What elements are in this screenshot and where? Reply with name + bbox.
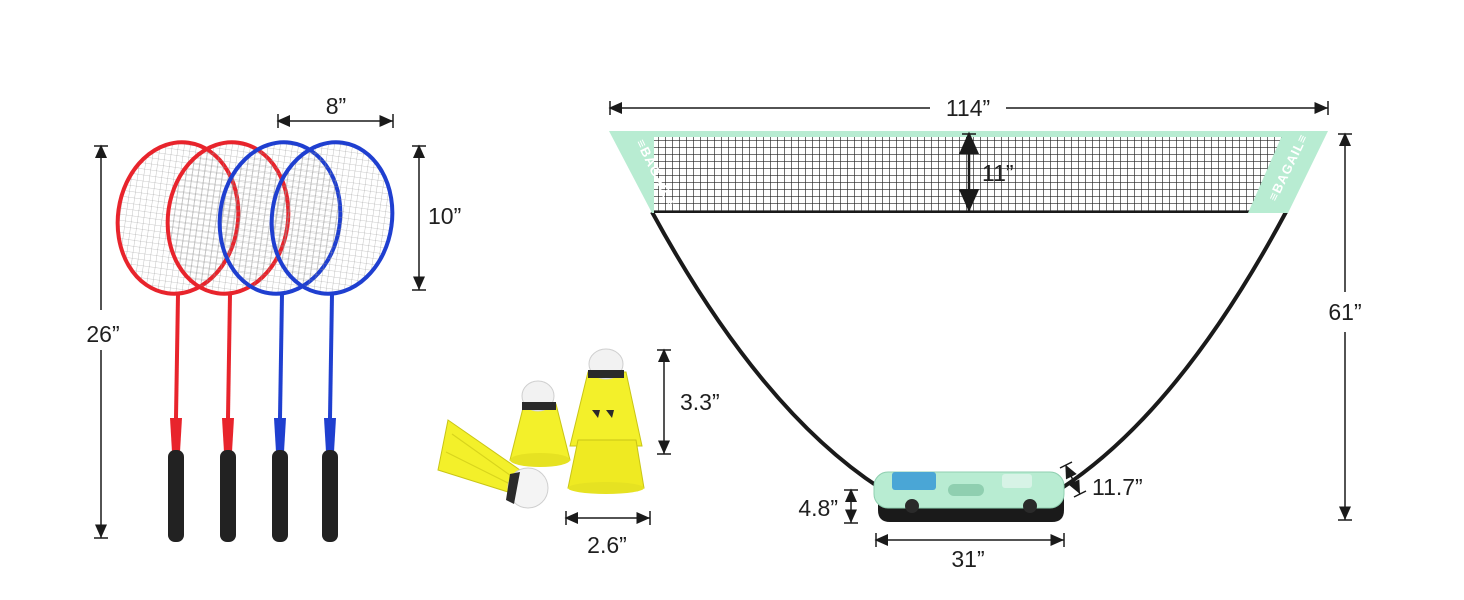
net-pole-left bbox=[650, 211, 882, 490]
racket-length-dimension: 26” bbox=[86, 144, 120, 539]
racket-blue-2 bbox=[269, 140, 395, 542]
shuttlecock-1 bbox=[509, 380, 571, 467]
net-total-height-dimension: 61” bbox=[1328, 132, 1362, 521]
net-width-label: 114” bbox=[946, 95, 990, 121]
net-pole-right bbox=[1060, 211, 1288, 490]
racket-head-width-dimension: 8” bbox=[276, 93, 394, 128]
net-height-label: 11” bbox=[982, 160, 1014, 186]
net-sleeve-left bbox=[609, 131, 654, 213]
shuttlecock-width-dimension: 2.6” bbox=[564, 511, 651, 558]
shuttlecock-set bbox=[437, 348, 645, 509]
base-sticker bbox=[892, 472, 936, 490]
net-width-dimension: 114” bbox=[608, 95, 1329, 121]
net-base bbox=[873, 471, 1065, 522]
base-width-dimension: 31” bbox=[874, 533, 1065, 572]
racket-head-height-dimension: 10” bbox=[412, 144, 461, 291]
racket-head-width-label: 8” bbox=[326, 93, 346, 119]
base-height-dimension: 4.8” bbox=[798, 488, 858, 524]
net-height-dimension: 11” bbox=[959, 131, 1014, 213]
base-depth-dimension: 11.7” bbox=[1059, 461, 1143, 500]
base-handle bbox=[948, 484, 984, 496]
base-width-label: 31” bbox=[951, 546, 984, 572]
net-sleeve-right bbox=[1248, 131, 1328, 213]
net-total-height-label: 61” bbox=[1328, 299, 1361, 325]
base-depth-label: 11.7” bbox=[1092, 474, 1143, 500]
shuttlecock-width-label: 2.6” bbox=[587, 532, 627, 558]
racket-head-height-label: 10” bbox=[428, 203, 461, 229]
shuttlecock-height-dimension: 3.3” bbox=[657, 348, 720, 455]
shuttlecock-height-label: 3.3” bbox=[680, 389, 720, 415]
racket-length-label: 26” bbox=[86, 321, 119, 347]
base-height-label: 4.8” bbox=[798, 495, 838, 521]
shuttlecock-2 bbox=[567, 348, 645, 494]
racket-set bbox=[115, 140, 395, 542]
shuttlecock-3 bbox=[437, 419, 549, 509]
